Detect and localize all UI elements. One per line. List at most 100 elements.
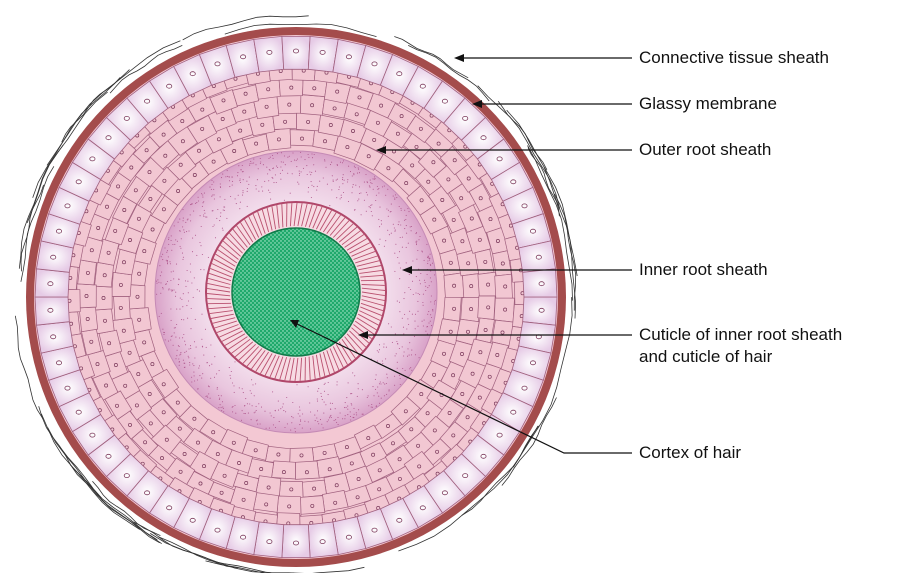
outer-sheath-cell: [297, 113, 321, 131]
stipple-dot: [330, 415, 331, 416]
stipple-dot: [317, 421, 318, 422]
stipple-dot: [221, 395, 222, 396]
stipple-dot: [400, 224, 401, 225]
stipple-dot: [257, 179, 258, 180]
stipple-dot: [182, 259, 183, 260]
stipple-dot: [207, 397, 208, 398]
outer-sheath-cell: [301, 95, 325, 116]
stipple-dot: [188, 356, 189, 357]
stipple-dot: [293, 417, 294, 418]
stipple-dot: [177, 241, 178, 242]
stipple-dot: [399, 375, 400, 376]
stipple-dot: [344, 180, 345, 181]
stipple-dot: [196, 202, 197, 203]
stipple-dot: [272, 155, 273, 156]
stipple-dot: [370, 182, 371, 183]
stipple-dot: [185, 222, 186, 223]
stipple-dot: [285, 411, 286, 412]
stipple-dot: [242, 192, 243, 193]
stipple-dot: [260, 158, 261, 159]
stipple-dot: [394, 227, 395, 228]
stipple-dot: [168, 256, 169, 257]
stipple-dot: [272, 391, 273, 392]
stipple-dot: [232, 181, 233, 182]
stipple-dot: [196, 255, 197, 256]
stipple-dot: [427, 333, 428, 334]
stipple-dot: [309, 171, 310, 172]
stipple-dot: [341, 195, 342, 196]
stipple-dot: [249, 403, 250, 404]
stipple-dot: [327, 421, 328, 422]
stipple-dot: [415, 328, 416, 329]
stipple-dot: [169, 288, 170, 289]
stipple-dot: [402, 237, 403, 238]
stipple-dot: [331, 162, 332, 163]
stipple-dot: [387, 230, 388, 231]
stipple-dot: [273, 182, 274, 183]
stipple-dot: [400, 237, 401, 238]
stipple-dot: [301, 171, 302, 172]
stipple-dot: [429, 285, 430, 286]
stipple-dot: [430, 265, 431, 266]
stipple-dot: [266, 167, 267, 168]
stipple-dot: [393, 196, 394, 197]
stipple-dot: [176, 324, 177, 325]
stipple-dot: [204, 210, 205, 211]
stipple-dot: [371, 183, 372, 184]
stipple-dot: [353, 184, 354, 185]
stipple-dot: [161, 313, 162, 314]
stipple-dot: [358, 383, 359, 384]
stipple-dot: [378, 219, 379, 220]
stipple-dot: [284, 200, 285, 201]
stipple-dot: [431, 281, 432, 282]
stipple-dot: [194, 277, 195, 278]
outer-sheath-cell: [301, 496, 325, 515]
stipple-dot: [256, 406, 257, 407]
stipple-dot: [164, 332, 165, 333]
stipple-dot: [203, 201, 204, 202]
stipple-dot: [281, 161, 282, 162]
stipple-dot: [324, 402, 325, 403]
stipple-dot: [416, 244, 417, 245]
stipple-dot: [229, 180, 230, 181]
stipple-dot: [429, 260, 430, 261]
stipple-dot: [388, 390, 389, 391]
stipple-dot: [365, 174, 366, 175]
stipple-dot: [186, 351, 187, 352]
stipple-dot: [394, 231, 395, 232]
stipple-dot: [279, 421, 280, 422]
stipple-dot: [242, 410, 243, 411]
stipple-dot: [375, 178, 376, 179]
stipple-dot: [194, 357, 195, 358]
stipple-dot: [410, 226, 411, 227]
stipple-dot: [214, 224, 215, 225]
stipple-dot: [406, 215, 407, 216]
stipple-dot: [316, 417, 317, 418]
stipple-dot: [257, 424, 258, 425]
stipple-dot: [395, 229, 396, 230]
stipple-dot: [427, 287, 428, 288]
stipple-dot: [260, 161, 261, 162]
stipple-dot: [347, 414, 348, 415]
stipple-dot: [188, 348, 189, 349]
stipple-dot: [220, 212, 221, 213]
stipple-dot: [191, 203, 192, 204]
stipple-dot: [399, 348, 400, 349]
stipple-dot: [163, 288, 164, 289]
stipple-dot: [367, 194, 368, 195]
stipple-dot: [174, 332, 175, 333]
stipple-dot: [382, 186, 383, 187]
stipple-dot: [212, 210, 213, 211]
stipple-dot: [227, 176, 228, 177]
stipple-dot: [290, 193, 291, 194]
stipple-dot: [199, 365, 200, 366]
stipple-dot: [302, 428, 303, 429]
stipple-dot: [312, 157, 313, 158]
stipple-dot: [292, 173, 293, 174]
stipple-dot: [308, 386, 309, 387]
stipple-dot: [424, 320, 425, 321]
stipple-dot: [180, 248, 181, 249]
stipple-dot: [324, 384, 325, 385]
stipple-dot: [258, 191, 259, 192]
stipple-dot: [430, 254, 431, 255]
